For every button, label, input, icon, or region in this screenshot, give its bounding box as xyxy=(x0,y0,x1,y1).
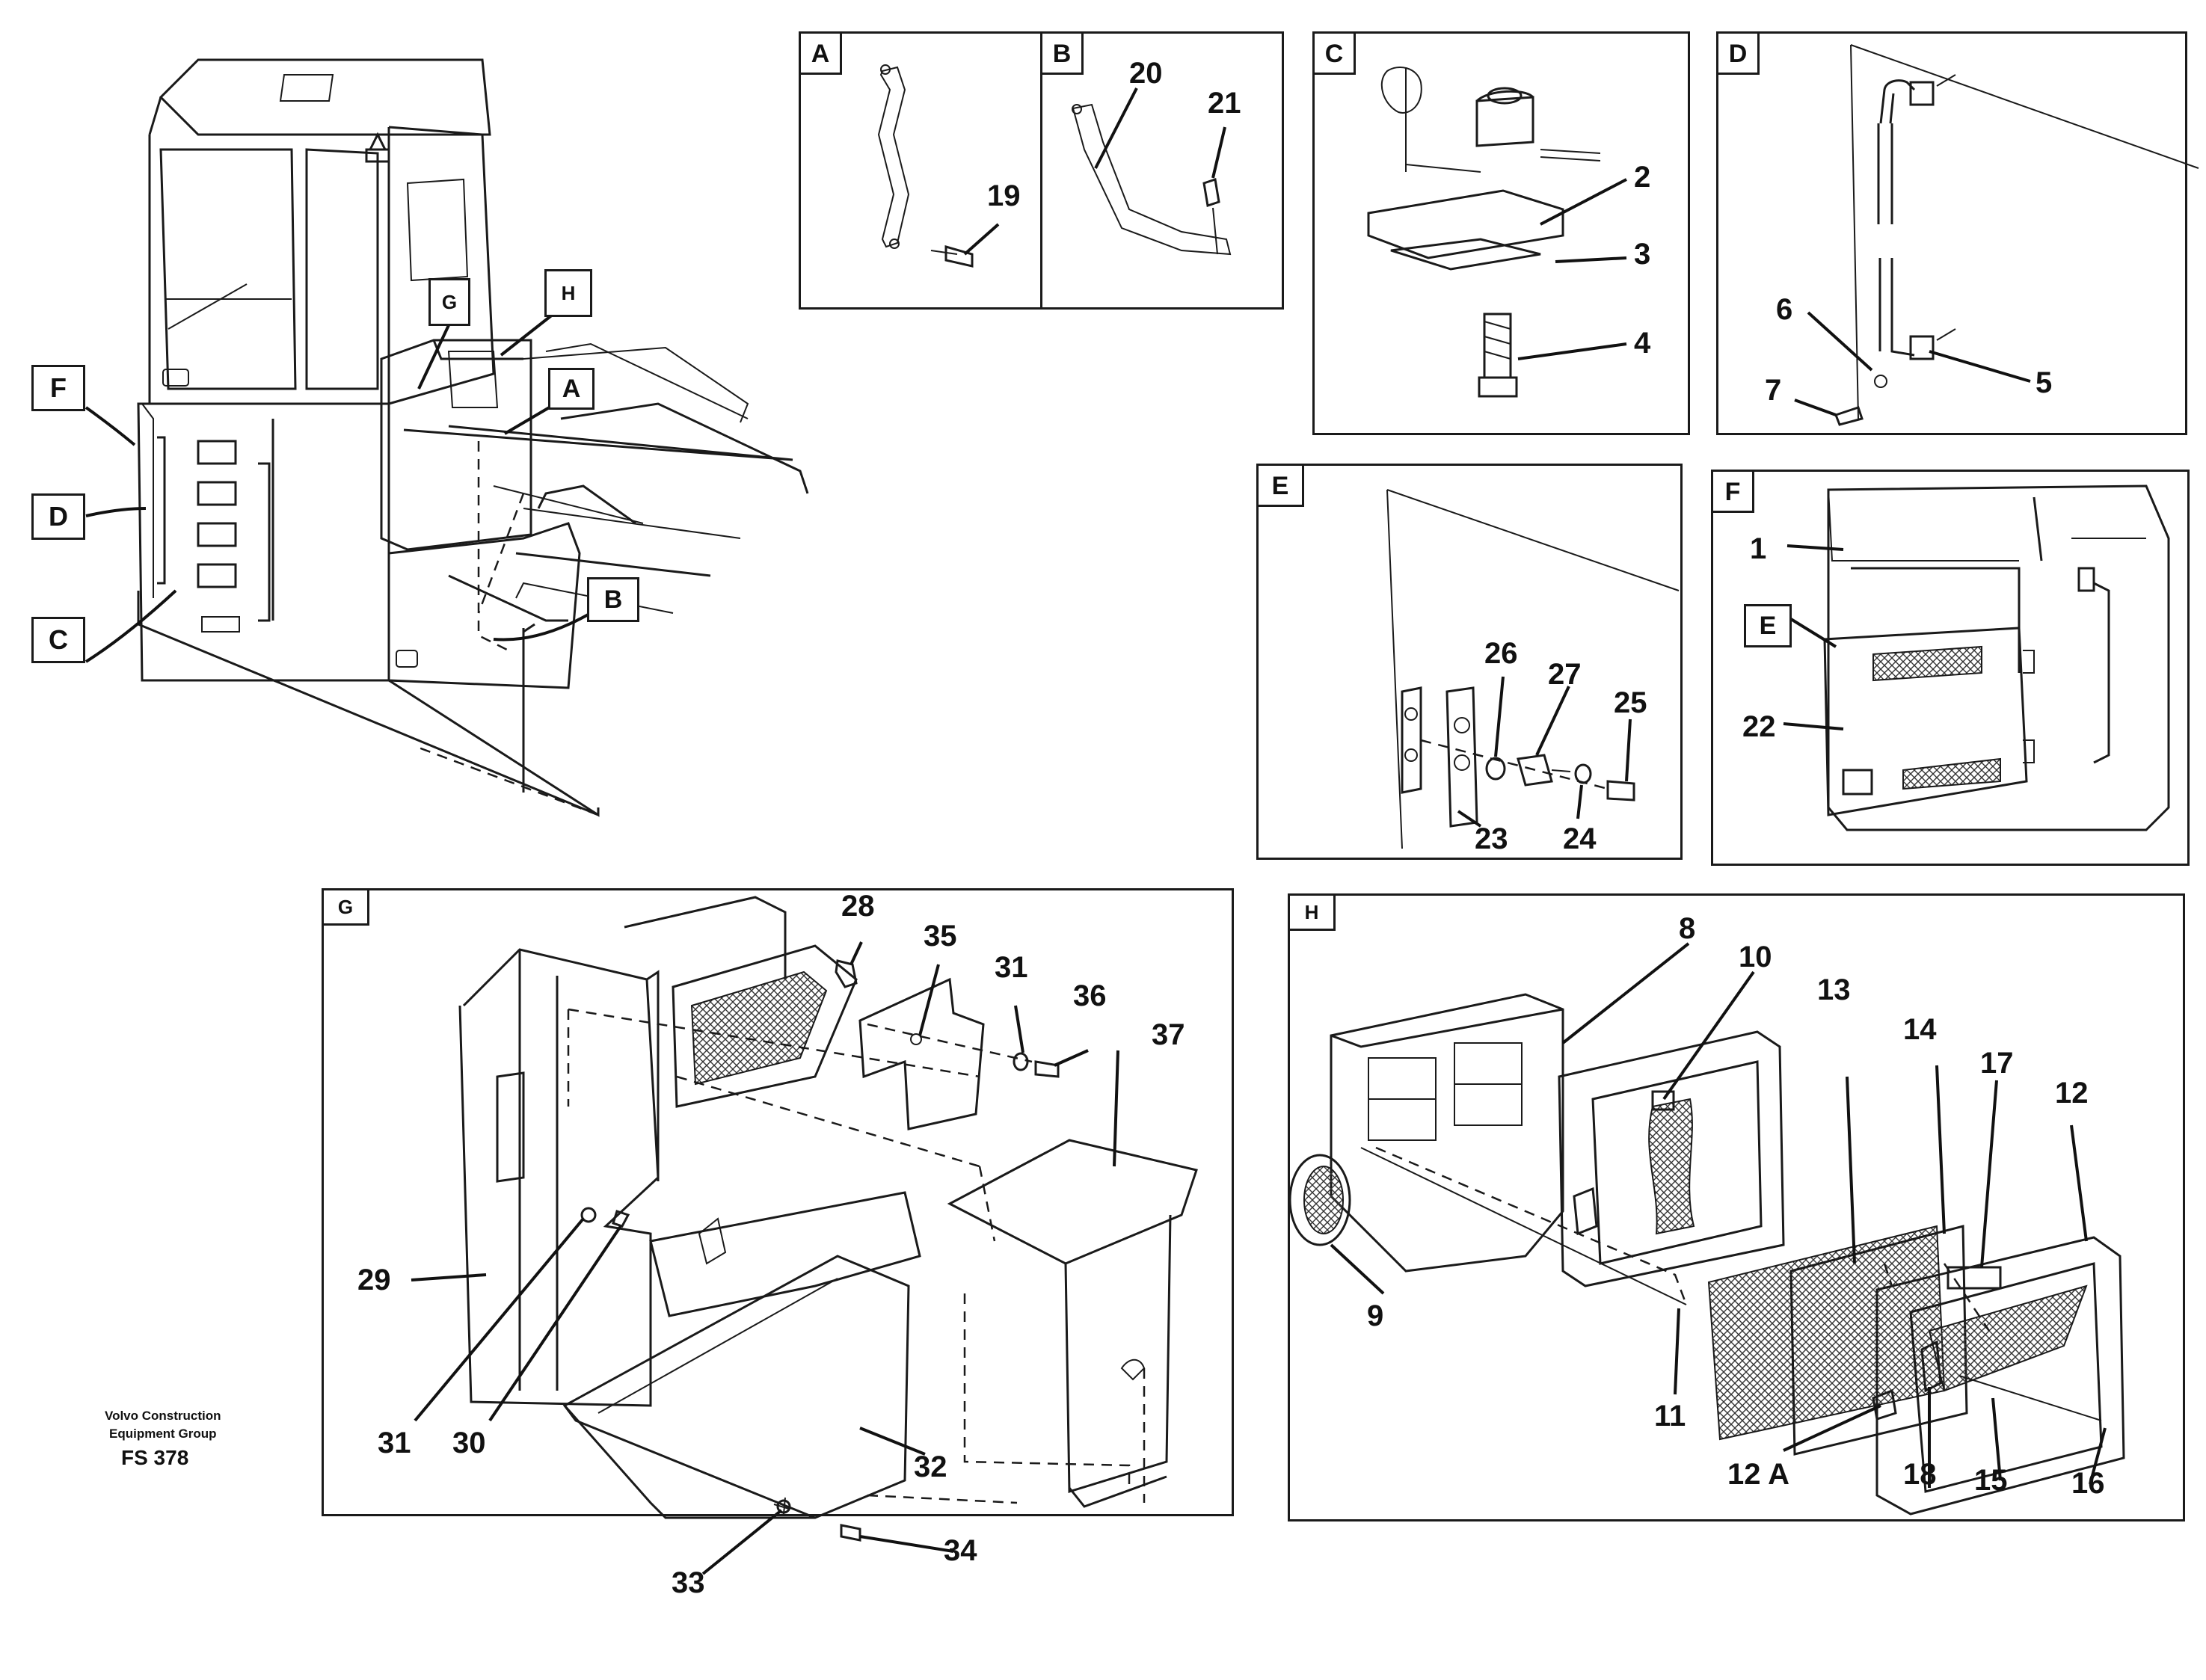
panel-e-part-25: 25 xyxy=(1614,686,1647,719)
panel-g-art xyxy=(458,896,1198,1542)
overview-callout-a: A xyxy=(548,368,594,410)
panel-e-part-27: 27 xyxy=(1548,658,1582,691)
panel-f-art xyxy=(1823,484,2170,831)
panel-c-part-2: 2 xyxy=(1634,161,1651,194)
panel-g-part-28: 28 xyxy=(841,890,875,923)
panel-d-part-6: 6 xyxy=(1776,293,1793,326)
panel-e-tag: E xyxy=(1256,464,1304,507)
panel-e-part-26: 26 xyxy=(1484,637,1518,670)
panel-a-tag: A xyxy=(799,31,842,75)
panel-h-part-11: 11 xyxy=(1654,1400,1686,1433)
panel-d-part-5: 5 xyxy=(2036,366,2053,399)
panel-b-art xyxy=(1072,103,1232,256)
panel-h-part-12: 12 xyxy=(2055,1077,2089,1110)
panel-h-part-17: 17 xyxy=(1980,1047,2014,1080)
panel-c-art xyxy=(1367,67,1601,398)
panel-a-part-19: 19 xyxy=(987,179,1021,212)
overview-callout-c: C xyxy=(31,617,85,663)
overview-callout-h: H xyxy=(544,269,592,317)
panel-f-part-1: 1 xyxy=(1750,532,1767,565)
panel-h-tag: H xyxy=(1288,893,1336,931)
panel-h-part-8: 8 xyxy=(1679,912,1696,945)
panel-f-callout-e: E xyxy=(1744,604,1792,647)
panel-h-part-13: 13 xyxy=(1817,973,1851,1006)
panel-f: F xyxy=(1711,470,2190,866)
panel-e-part-23: 23 xyxy=(1475,822,1508,855)
panel-b-part-20: 20 xyxy=(1129,57,1163,90)
overview-callout-d: D xyxy=(31,493,85,540)
panel-h-part-15: 15 xyxy=(1974,1464,2008,1497)
panel-g-part-33: 33 xyxy=(672,1566,705,1599)
panel-a-art xyxy=(877,64,974,268)
panel-d-art xyxy=(1834,44,2199,426)
panel-e: E xyxy=(1256,464,1683,860)
panel-h-part-9: 9 xyxy=(1367,1299,1384,1332)
panel-d: D xyxy=(1716,31,2187,435)
panel-c-tag: C xyxy=(1312,31,1356,75)
panel-c-part-3: 3 xyxy=(1634,238,1651,271)
overview-callout-b: B xyxy=(587,577,639,622)
overview-callout-g: G xyxy=(428,278,470,326)
machine-overview xyxy=(137,58,809,817)
publisher-credit: Volvo Construction Equipment Group xyxy=(105,1407,221,1443)
credit-line-1: Volvo Construction xyxy=(105,1409,221,1423)
panel-g-part-29: 29 xyxy=(357,1264,391,1296)
panel-g-part-36: 36 xyxy=(1073,979,1107,1012)
credit-line-2: Equipment Group xyxy=(108,1427,217,1441)
panel-h-part-14: 14 xyxy=(1903,1013,1937,1046)
panel-a: A xyxy=(799,31,1042,310)
panel-c-part-4: 4 xyxy=(1634,327,1651,360)
panel-g-part-31-upper: 31 xyxy=(995,951,1028,984)
panel-g-part-34: 34 xyxy=(944,1534,977,1567)
panel-h-part-10: 10 xyxy=(1739,941,1772,973)
panel-h-part-18: 18 xyxy=(1903,1458,1937,1491)
panel-d-part-7: 7 xyxy=(1765,374,1782,407)
panel-h-part-12a: 12 A xyxy=(1727,1458,1790,1491)
panel-g-part-32: 32 xyxy=(914,1450,947,1483)
overview-callout-f: F xyxy=(31,365,85,411)
panel-d-tag: D xyxy=(1716,31,1760,75)
panel-g-part-31-lower: 31 xyxy=(378,1427,411,1459)
panel-c: C xyxy=(1312,31,1690,435)
panel-b-tag: B xyxy=(1040,31,1084,75)
panel-g-tag: G xyxy=(322,888,369,926)
panel-b: B xyxy=(1040,31,1284,310)
panel-g: G xyxy=(322,888,1234,1516)
panel-g-part-30: 30 xyxy=(452,1427,486,1459)
panel-g-part-37: 37 xyxy=(1152,1018,1185,1051)
panel-f-tag: F xyxy=(1711,470,1754,513)
panel-h-art xyxy=(1288,993,2125,1516)
panel-e-art xyxy=(1386,489,1680,849)
figure-code: FS 378 xyxy=(121,1446,189,1469)
panel-e-part-24: 24 xyxy=(1563,822,1597,855)
panel-g-part-35: 35 xyxy=(924,920,957,953)
panel-f-part-22: 22 xyxy=(1742,710,1776,743)
panel-h: H xyxy=(1288,893,2185,1521)
panel-h-part-16: 16 xyxy=(2071,1467,2105,1500)
panel-b-part-21: 21 xyxy=(1208,87,1241,120)
